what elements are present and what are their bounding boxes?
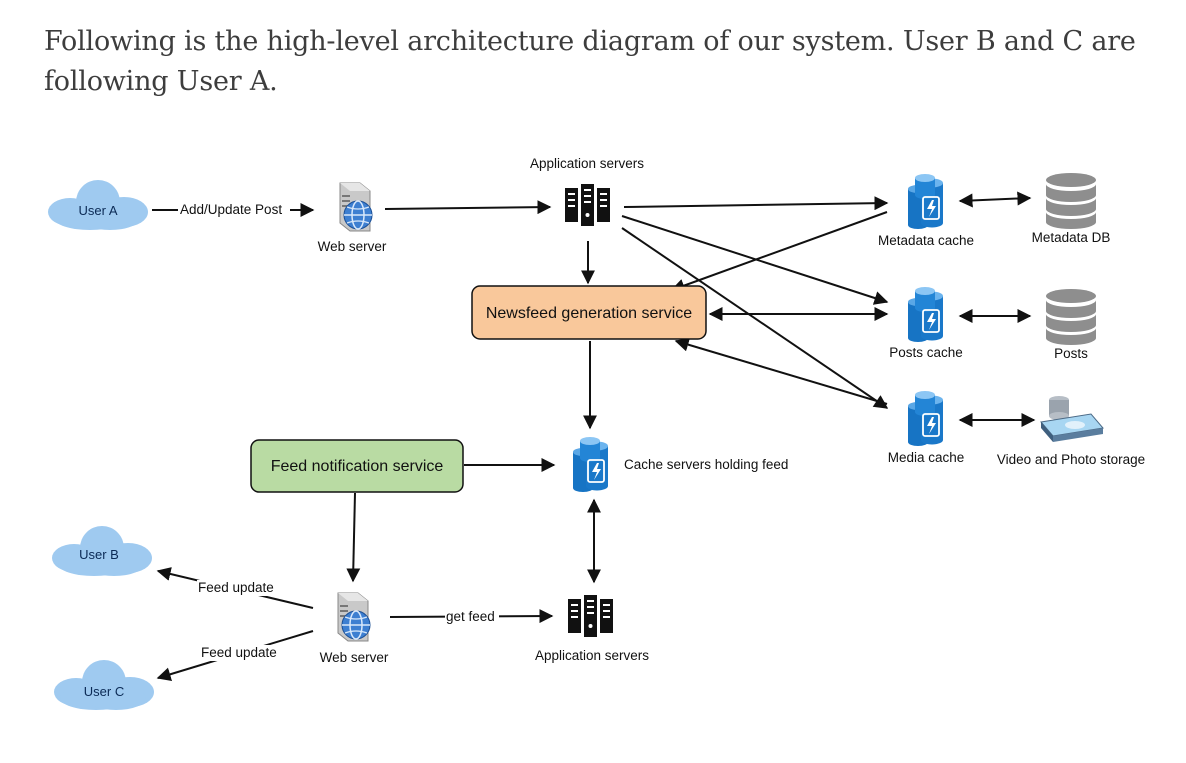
posts-cache-label: Posts cache	[889, 345, 963, 360]
user-b: User B	[52, 526, 152, 576]
media-storage-label: Video and Photo storage	[997, 452, 1145, 467]
cache-cylinder-icon	[907, 286, 944, 343]
user-c-label: User C	[84, 684, 124, 699]
storage-icon	[1040, 395, 1104, 443]
feed-cache-label: Cache servers holding feed	[624, 457, 788, 472]
web-server-icon	[339, 182, 373, 232]
edge-app-metadata-cache	[623, 196, 889, 211]
newsfeed-service-label: Newsfeed generation service	[486, 305, 692, 322]
app-servers-top-label: Application servers	[530, 156, 644, 171]
app-servers-bottom-label: Application servers	[535, 648, 649, 663]
web-server-top-label: Web server	[318, 239, 387, 254]
edge-labels: Add/Update Post Feed update Feed update …	[178, 202, 499, 661]
web-server-bottom-label: Web server	[320, 650, 389, 665]
metadata-db-label: Metadata DB	[1032, 230, 1111, 245]
label-feed-update-c: Feed update	[201, 645, 277, 660]
edge-media-cache-newsfeed	[674, 337, 888, 405]
web-server-bottom: Web server	[320, 592, 389, 665]
app-servers-top: Application servers	[530, 156, 644, 226]
server-rack-icon	[565, 184, 610, 226]
label-feed-update-b: Feed update	[198, 580, 274, 595]
metadata-db: Metadata DB	[1032, 173, 1111, 245]
media-storage: Video and Photo storage	[997, 395, 1145, 467]
user-b-label: User B	[79, 547, 119, 562]
web-server-top: Web server	[318, 182, 387, 254]
feed-notification-label: Feed notification service	[271, 458, 444, 475]
newsfeed-generation-service: Newsfeed generation service	[471, 285, 707, 340]
cache-cylinder-icon	[907, 390, 944, 447]
metadata-cache: Metadata cache	[878, 173, 974, 248]
user-c: User C	[54, 660, 154, 710]
database-icon	[1046, 173, 1096, 229]
feed-cache: Cache servers holding feed	[572, 436, 788, 493]
app-servers-bottom: Application servers	[535, 595, 649, 663]
cache-cylinder-icon	[572, 436, 609, 493]
posts-db: Posts	[1046, 289, 1096, 361]
server-rack-icon	[568, 595, 613, 637]
edge-webserver-appservers	[384, 200, 552, 215]
edge-app-posts-cache	[621, 215, 889, 305]
media-cache: Media cache	[888, 390, 965, 465]
user-a-label: User A	[78, 203, 117, 218]
posts-cache: Posts cache	[889, 286, 963, 360]
edge-notification-webserver	[346, 492, 361, 583]
edge-metadata-cache-newsfeed	[670, 211, 888, 293]
label-add-update-post: Add/Update Post	[180, 202, 282, 217]
user-a: User A	[48, 180, 148, 230]
media-cache-label: Media cache	[888, 450, 965, 465]
label-get-feed: get feed	[446, 609, 495, 624]
metadata-cache-label: Metadata cache	[878, 233, 974, 248]
cache-cylinder-icon	[907, 173, 944, 230]
feed-notification-service: Feed notification service	[250, 439, 464, 493]
web-server-icon	[337, 592, 371, 642]
database-icon	[1046, 289, 1096, 345]
intro-paragraph: Following is the high-level architecture…	[44, 26, 1136, 97]
edge-metadata-cache-db	[958, 191, 1032, 208]
posts-db-label: Posts	[1054, 346, 1088, 361]
